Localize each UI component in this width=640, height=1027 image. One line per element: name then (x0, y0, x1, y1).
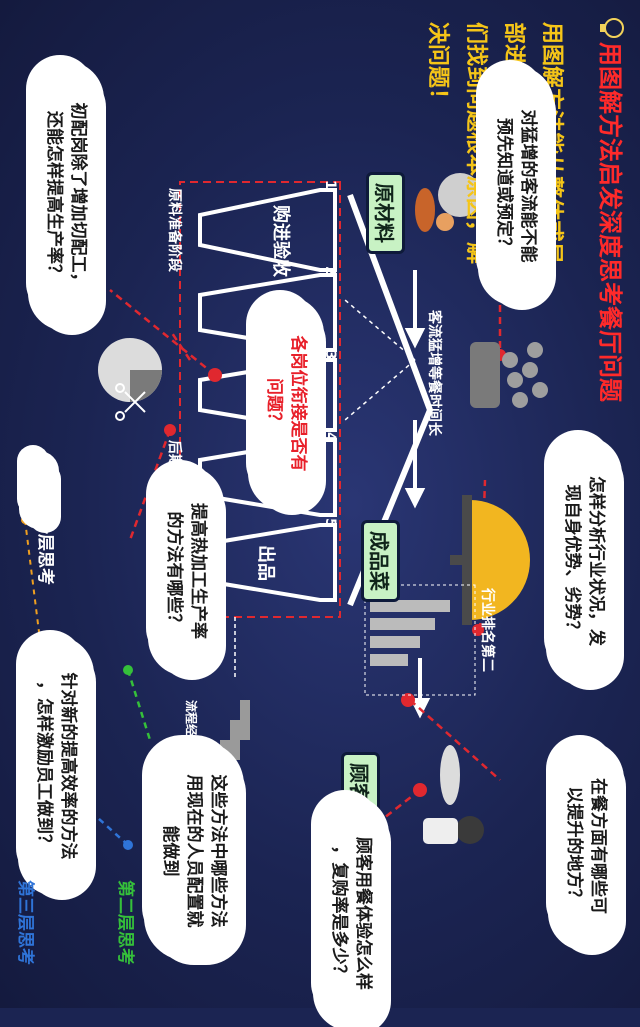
level-2-label: 第二层思考 (115, 880, 135, 965)
customer-icon (423, 745, 484, 844)
flow-surge-label: 客流猛增等餐时间长 (426, 310, 442, 436)
level-1-label: 第一层思考 (35, 500, 55, 585)
lightbulb-icon (600, 18, 624, 38)
question-link: 各岗位衔接是否有 问题？ (252, 300, 320, 507)
step-5-label: 出品 (255, 545, 276, 581)
finished-dish-tag: 成品菜 (361, 520, 400, 602)
step-number-1: 1 (322, 180, 338, 190)
pie-icon (98, 338, 162, 402)
step-number-2: 2 (322, 266, 338, 276)
green-dot (123, 665, 133, 675)
step-number-4: 4 (322, 432, 338, 442)
question-extra: 初配岗除了增加切配工， 还能怎样提高生产率？ (32, 65, 100, 327)
crowd-icon (470, 342, 548, 408)
step-number-3: 3 (322, 350, 338, 360)
dish-icon (450, 495, 530, 625)
blue-dot (123, 840, 133, 850)
step-number-5: 5 (322, 518, 338, 528)
raw-material-tag: 原材料 (366, 172, 405, 254)
step-1-label: 购进验收 (270, 205, 291, 277)
rank-bar-chart (364, 584, 476, 696)
orange-connector (24, 519, 41, 641)
main-arrows (404, 270, 431, 719)
flow-inner (344, 299, 416, 421)
scissors-icon (115, 383, 146, 421)
question-experience: 顾客用餐体验怎么样 ，复购率是多少？ (317, 800, 385, 1027)
question-industry: 怎样分析行业状况，发 现自身优势、劣势？ (550, 440, 618, 682)
question-staff: 这些方法中哪些方法 用现在的人员配置就 能做到 (148, 745, 240, 957)
food-icon (415, 173, 482, 232)
page-title: 用图解方法启发深度思考餐厅问题 (596, 42, 624, 402)
process-box (179, 181, 341, 618)
level-3-label: 第三层思考 (15, 880, 35, 965)
industry-rank-label: 行业排名第二 (479, 588, 495, 672)
green-connector (126, 669, 152, 741)
question-incentive: 针对新的提高效率的方法 ，怎样激励员工做到？ (22, 640, 90, 892)
question-surge: 对猛增的客流能不能 预先知道或预定？ (482, 70, 550, 302)
prep-phase-label: 原料准备阶段 (166, 188, 182, 272)
question-improve: 在餐方面有哪些可 以提升的地方？ (552, 745, 620, 947)
question-cook: 提高热加工生产率 的方法有哪些？ (152, 470, 220, 672)
